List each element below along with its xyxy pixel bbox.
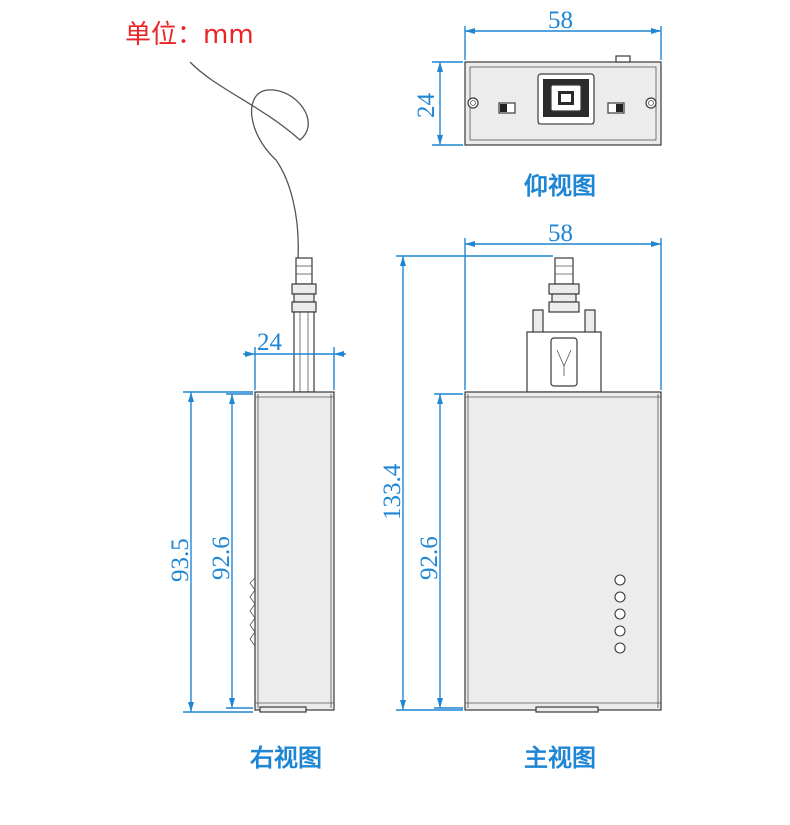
- right-body-height-dim: 92.6: [208, 536, 235, 580]
- bottom-height-dim: 24: [413, 93, 440, 119]
- right-view-body: [254, 391, 335, 711]
- led-indicator: [614, 591, 626, 603]
- right-total-height-dim: 93.5: [167, 538, 194, 582]
- led-indicator: [614, 642, 626, 654]
- connector-latch: [550, 337, 578, 387]
- front-total-height-dim: 133.4: [379, 463, 406, 520]
- bottom-view-label: 仰视图: [524, 172, 596, 200]
- front-body-height-dim: 92.6: [416, 536, 443, 580]
- right-screw-icon: [645, 97, 657, 109]
- front-view-label: 主视图: [524, 744, 596, 772]
- right-connector-boot: [295, 257, 313, 285]
- led-indicators: [614, 574, 626, 654]
- right-connector-body: [293, 311, 315, 393]
- front-connector-boot: [554, 257, 574, 285]
- bottom-view-tab: [615, 55, 631, 63]
- unit-label: 单位：mm: [125, 20, 254, 50]
- front-width-dim: 58: [548, 220, 573, 247]
- led-indicator: [614, 574, 626, 586]
- left-screw-icon: [467, 97, 479, 109]
- bottom-view: 58 24: [413, 7, 662, 146]
- led-indicator: [614, 625, 626, 637]
- right-view-label: 右视图: [250, 744, 322, 772]
- fiber-cable: [189, 61, 309, 259]
- right-width-dim: 24: [257, 329, 283, 356]
- front-view: 58 133.4 92.6: [379, 220, 662, 713]
- front-view-body: [464, 391, 662, 711]
- led-indicator: [614, 608, 626, 620]
- side-buttons: [249, 577, 256, 647]
- right-view: 24 93.5 92.6: [167, 61, 346, 713]
- bottom-width-dim: 58: [548, 7, 573, 34]
